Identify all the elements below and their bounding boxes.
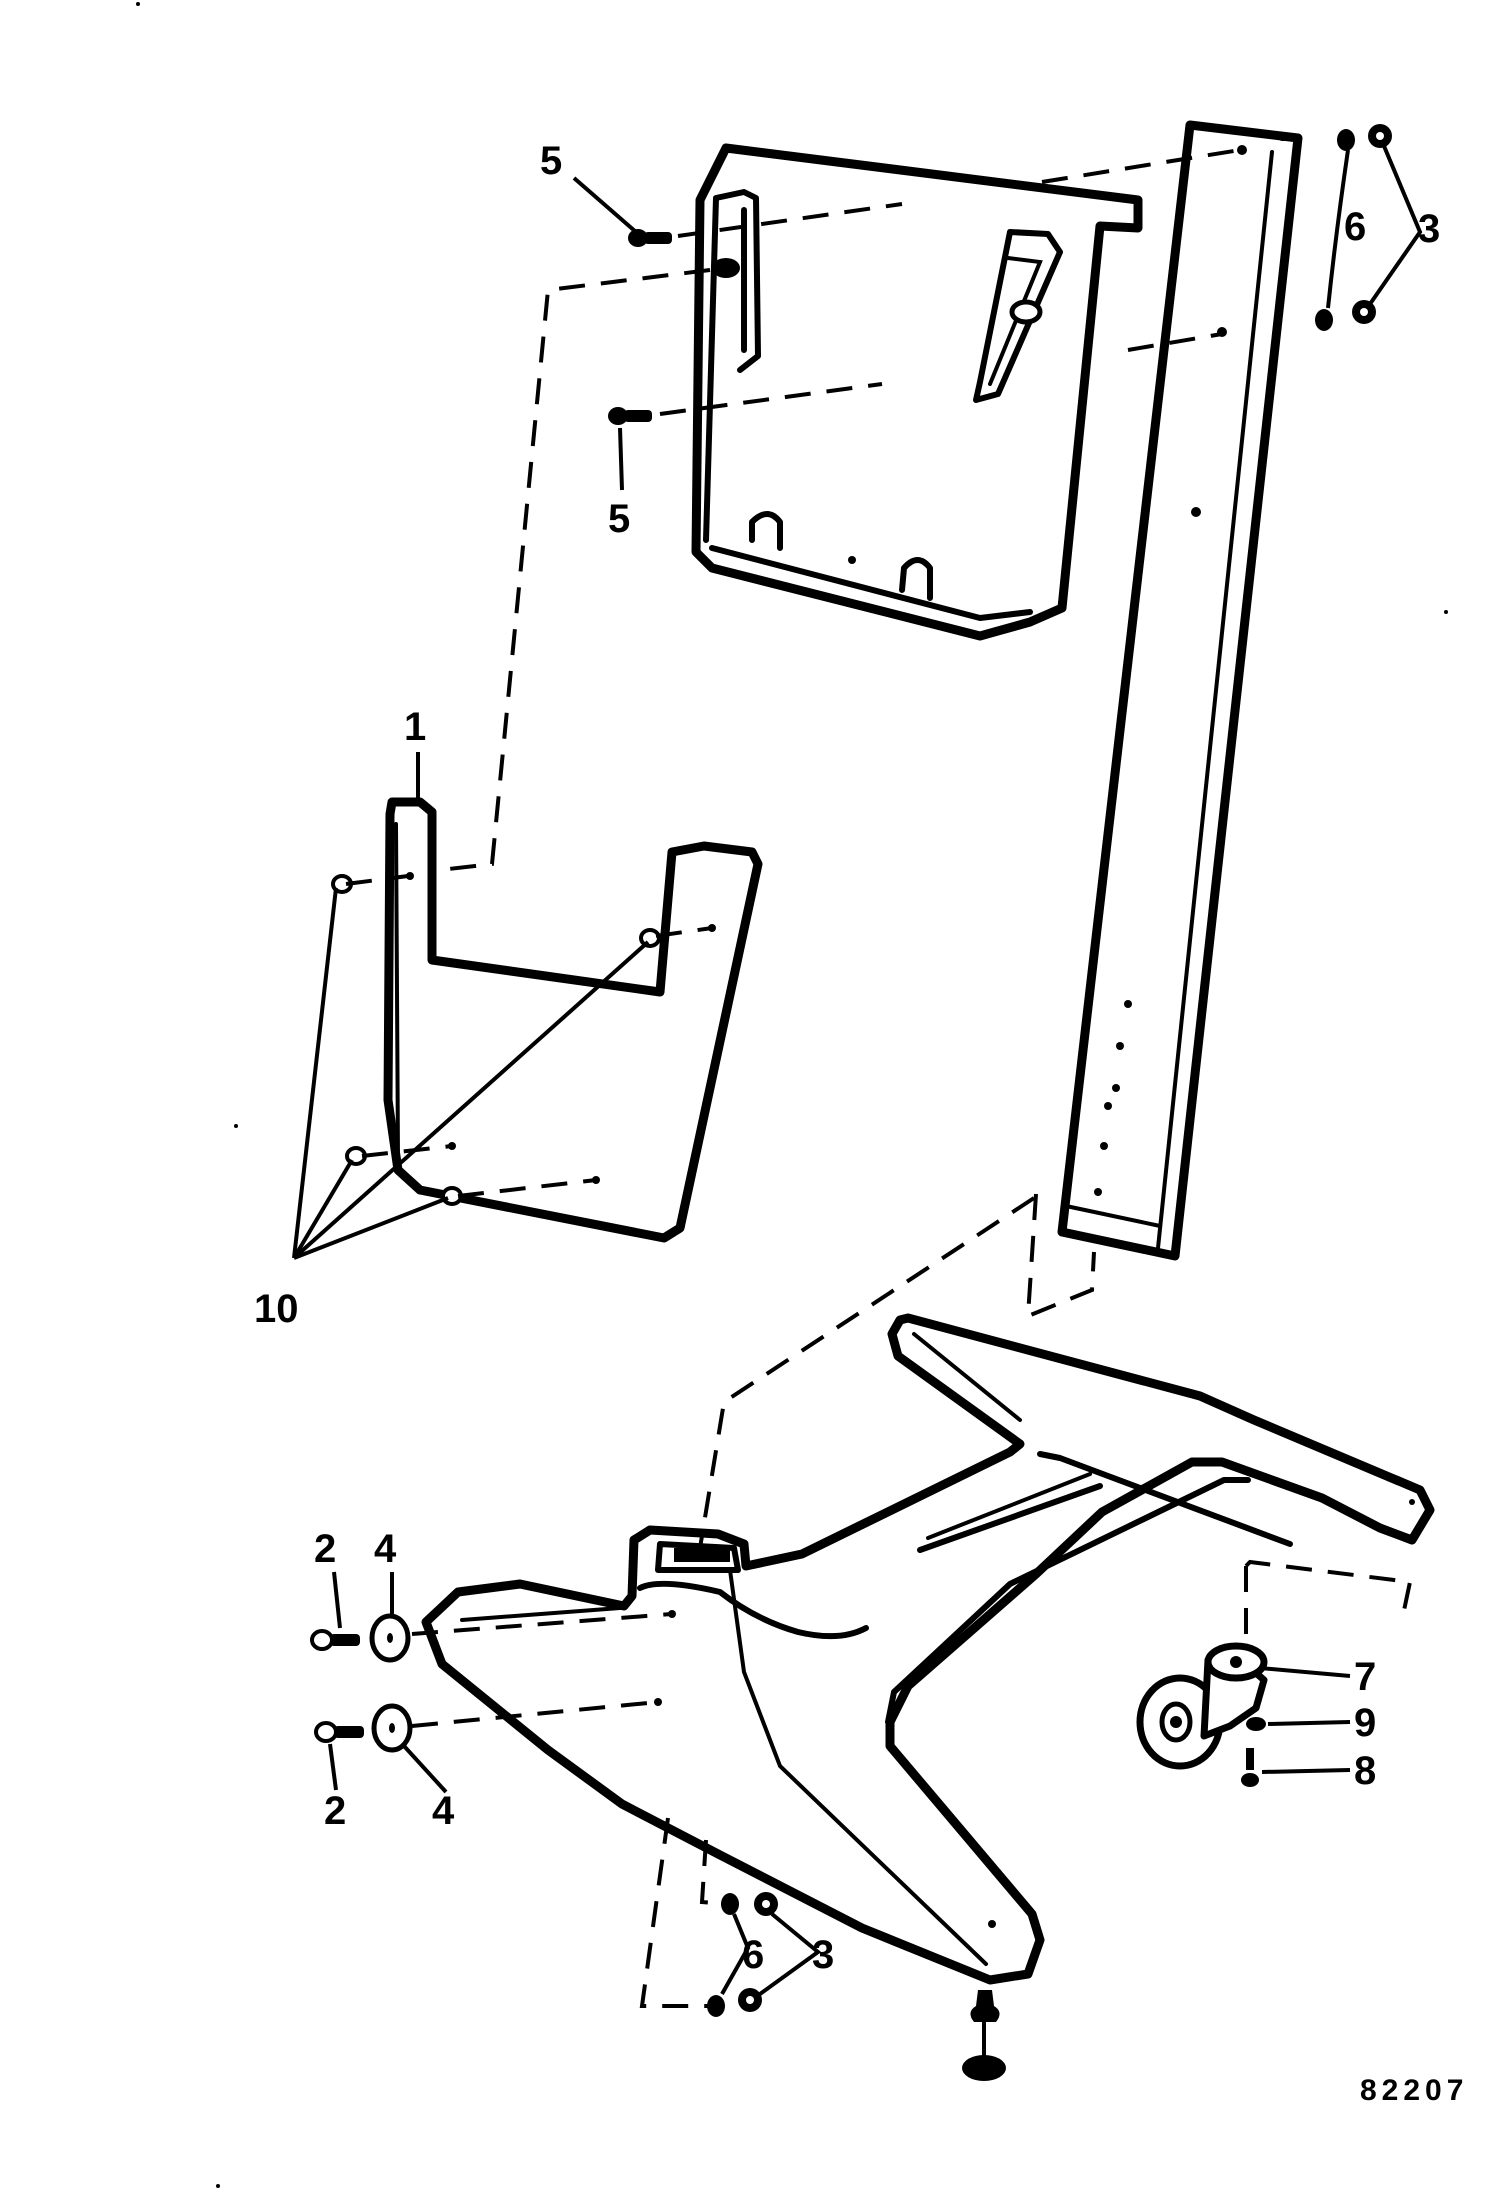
caster-wheel <box>1136 1642 1268 1770</box>
callout-4-upper: 4 <box>374 1527 397 1571</box>
callout-6-top: 6 <box>1344 205 1366 249</box>
callout-10: 10 <box>254 1287 299 1331</box>
callout-4-lower: 4 <box>432 1789 455 1833</box>
callout-labels: 5 5 6 3 1 10 2 4 2 4 7 9 8 6 3 82207 <box>254 139 1468 2107</box>
leader-lines <box>292 145 1423 1996</box>
callout-3-top: 3 <box>1418 207 1440 251</box>
callout-7: 7 <box>1354 1655 1376 1699</box>
callout-2-upper: 2 <box>314 1527 336 1571</box>
callout-1: 1 <box>404 705 426 749</box>
tripod-base <box>421 1313 1435 2081</box>
hardware <box>136 2 1448 2188</box>
assembly-lines <box>345 148 1413 2008</box>
callout-9: 9 <box>1354 1701 1376 1745</box>
vertical-column <box>1057 120 1303 1261</box>
callout-5-mid: 5 <box>608 497 630 541</box>
callout-5-top: 5 <box>540 139 562 183</box>
l-shaped-plate <box>383 797 763 1243</box>
callout-2-lower: 2 <box>324 1789 346 1833</box>
callout-3-bottom: 3 <box>812 1933 834 1977</box>
callout-8: 8 <box>1354 1749 1376 1793</box>
top-bracket <box>691 143 1143 641</box>
callout-6-bottom: 6 <box>742 1933 764 1977</box>
figure-code: 82207 <box>1360 2074 1468 2107</box>
